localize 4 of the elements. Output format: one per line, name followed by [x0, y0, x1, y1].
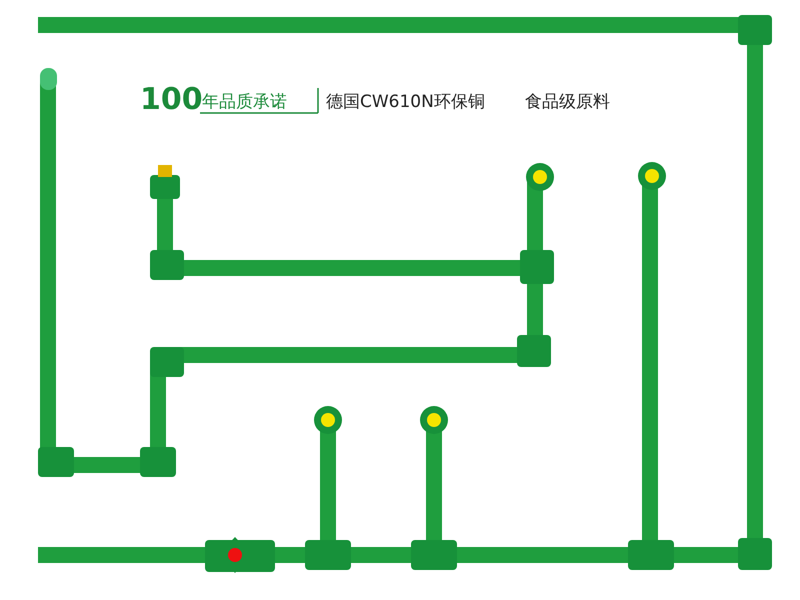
number-text: 100 — [140, 82, 203, 117]
slogan-text: 年品质承诺 — [202, 91, 287, 113]
material-text: 食品级原料 — [525, 91, 610, 113]
material-text: 德国CW610N环保铜 — [326, 91, 485, 113]
